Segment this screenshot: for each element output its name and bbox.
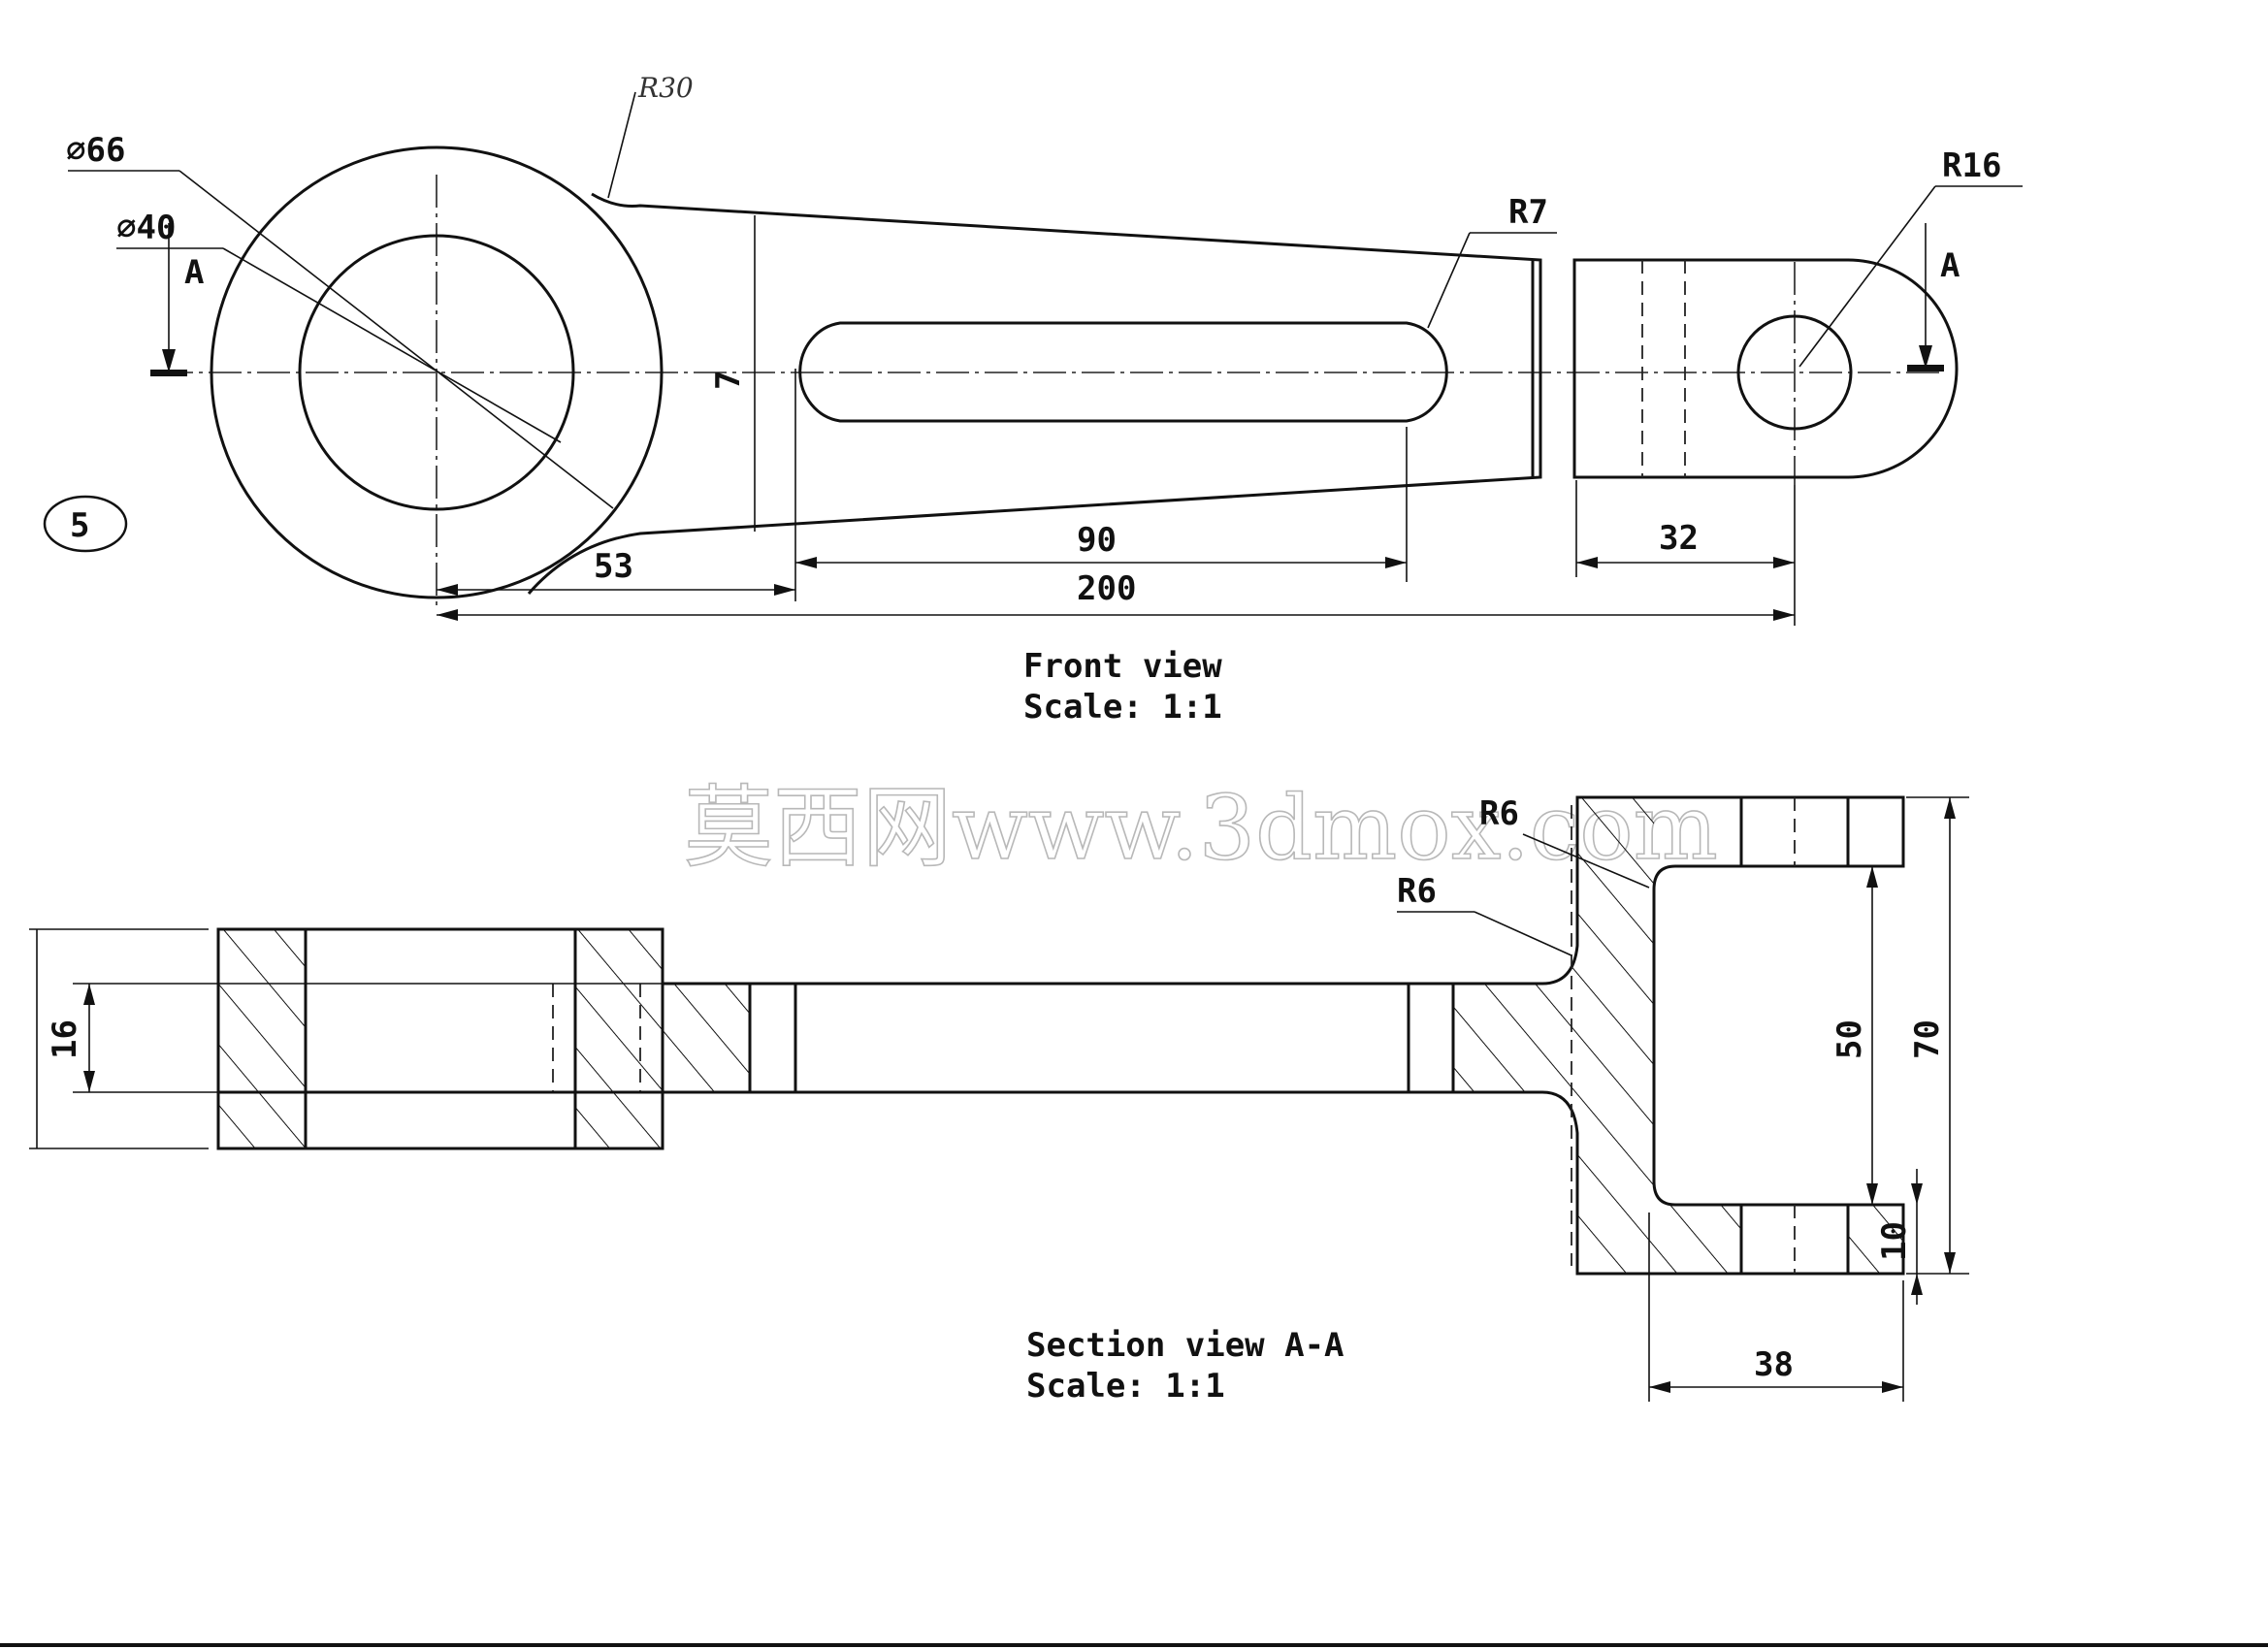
boss-bore-circle — [298, 234, 575, 511]
dim-thickness-text: 16 — [46, 1019, 84, 1059]
section-fork-outline — [1541, 795, 1905, 1276]
section-view-caption-line1: Section view A-A — [1026, 1326, 1345, 1365]
dim-total-length-text: 200 — [1077, 569, 1136, 608]
dim-end-radius: R16 — [1798, 146, 2023, 368]
end-hole-circle — [1736, 314, 1853, 431]
dim-flange-text: 10 — [1875, 1221, 1914, 1261]
dim-fillet-b: R6 — [1397, 872, 1572, 956]
dim-slot-length: 90 — [795, 427, 1408, 582]
dim-inner-gap-text: 50 — [1831, 1019, 1869, 1059]
dim-fillet-top-text: R30 — [637, 72, 694, 104]
section-mark-right-label: A — [1940, 246, 1960, 285]
section-mark-left-label: A — [184, 253, 204, 292]
slot — [798, 321, 1448, 423]
dim-big-diameter-text: ∅66 — [66, 131, 125, 170]
front-view-caption-line1: Front view — [1023, 647, 1222, 686]
hatch-arm-left — [663, 984, 750, 1092]
dim-slot-radius: R7 — [1427, 193, 1557, 329]
dim-overall-height: 70 — [1906, 796, 1969, 1275]
dim-fork-depth-text: 38 — [1754, 1345, 1794, 1384]
hatch-fork — [1453, 797, 1903, 1274]
front-view-caption-line2: Scale: 1:1 — [1023, 688, 1222, 727]
end-block — [1572, 258, 1959, 479]
section-mark-right: A — [1907, 223, 1960, 372]
hatch-boss-left — [218, 929, 306, 1148]
dim-center-to-slot: 53 — [437, 369, 796, 601]
dim-fillet-b-text: R6 — [1397, 872, 1437, 911]
dim-fillet-a-text: R6 — [1479, 794, 1519, 833]
dim-total-length: 200 — [437, 485, 1796, 626]
dim-overall-height-text: 70 — [1908, 1019, 1947, 1059]
dim-flange: 10 — [1875, 1169, 1923, 1305]
dim-big-diameter: ∅66 — [66, 131, 614, 509]
section-view-caption-line2: Scale: 1:1 — [1026, 1367, 1225, 1406]
arm-outline — [527, 192, 1542, 595]
dim-slot-radius-text: R7 — [1508, 193, 1548, 232]
boss-outer-circle — [210, 146, 664, 599]
section-view: R6 R6 16 50 — [29, 794, 1969, 1406]
dim-slot-length-text: 90 — [1077, 521, 1117, 560]
front-view: A A ∅66 ∅40 R30 R7 — [43, 72, 2023, 727]
dim-bore-diameter: ∅40 — [116, 209, 562, 443]
dim-rib-thickness-text: 7 — [709, 371, 748, 390]
section-mark-left: A — [150, 223, 204, 376]
dim-center-to-slot-text: 53 — [594, 547, 633, 586]
dim-thickness: 16 — [29, 928, 218, 1149]
hatch-boss-right — [575, 929, 663, 1148]
dim-end-block-text: 32 — [1659, 519, 1699, 558]
dim-rib-thickness: 7 — [709, 215, 756, 532]
watermark: 莫西网www.3dmox.com — [684, 776, 1718, 880]
dim-inner-gap: 50 — [1831, 866, 1878, 1205]
sheet-mark-text: 5 — [70, 506, 89, 545]
dim-end-radius-text: R16 — [1942, 146, 2001, 185]
sheet-mark: 5 — [43, 495, 128, 553]
dim-fork-depth: 38 — [1648, 1212, 1904, 1402]
dim-end-block: 32 — [1575, 480, 1795, 577]
dim-fillet-top: R30 — [607, 72, 694, 199]
dim-fillet-a: R6 — [1479, 794, 1650, 889]
section-boss — [216, 927, 664, 1150]
dim-bore-diameter-text: ∅40 — [116, 209, 176, 247]
